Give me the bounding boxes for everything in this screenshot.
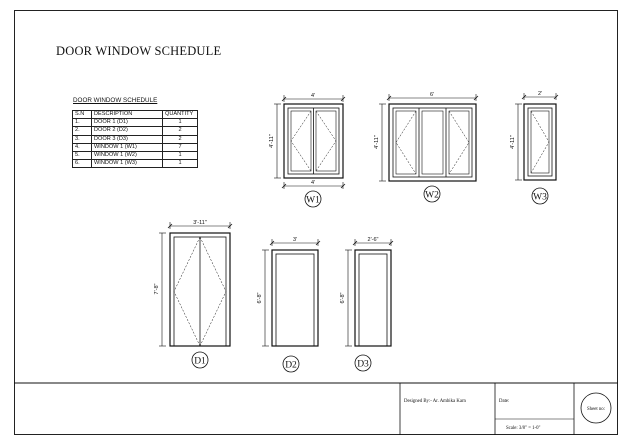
title-block: Designed By:- Ar. Ambika Karn Date: Scal… <box>14 382 618 435</box>
d2-width-label: 3' <box>293 237 297 243</box>
d2-tag-circle <box>282 355 300 373</box>
w3-sash <box>530 110 550 174</box>
w1-width-top-label: 4' <box>311 93 315 99</box>
w3-outer-frame <box>523 103 557 181</box>
cell-quantity: 2 <box>162 126 198 136</box>
d2-tag: D2 <box>285 361 297 371</box>
w1-swing-left <box>290 110 312 172</box>
column-header-quantity: QUANTITY <box>162 109 198 120</box>
door-d2-elevation: 3' 6'-8" D2 <box>257 237 321 373</box>
table-row: 5.WINDOW 1 (W2)1 <box>72 151 198 161</box>
w2-tag: W2 <box>425 191 439 201</box>
d2-leaf <box>275 253 315 347</box>
w3-tag: W3 <box>533 193 547 203</box>
page-title: DOOR WINDOW SCHEDULE <box>56 44 222 58</box>
door-d1-elevation: 3'-11" 7'-8" D1 <box>154 220 233 369</box>
sheet-border <box>14 10 618 435</box>
schedule-title: DOOR WINDOW SCHEDULE <box>73 97 158 104</box>
window-w1-elevation: 4' 4' 4'-11" W1 <box>269 93 346 208</box>
scale-label: Scale: 3/8" = 1-0" <box>506 426 541 431</box>
d3-frame <box>354 249 392 347</box>
sheet-no-label: Sheet no: <box>587 407 605 412</box>
cell-quantity: 1 <box>162 151 198 161</box>
d2-frame <box>271 249 319 347</box>
d1-swing-right <box>199 236 227 347</box>
d2-height-label: 6'-8" <box>257 292 263 303</box>
w2-sash-right <box>448 110 470 175</box>
w1-tag: W1 <box>306 196 320 206</box>
sheet-no-circle <box>580 392 612 424</box>
cell-quantity: 1 <box>162 159 198 169</box>
d3-leaf <box>358 253 388 347</box>
cell-quantity: 2 <box>162 134 198 144</box>
w2-sash-center <box>421 110 444 175</box>
w2-swing-right <box>448 110 470 175</box>
table-row: 2.DOOR 2 (D2)2 <box>72 126 198 136</box>
cell-quantity: 1 <box>162 118 198 128</box>
schedule-table: S.N DESCRIPTION QUANTITY 1.DOOR 1 (D1)1 … <box>72 109 198 169</box>
w3-swing <box>530 110 550 174</box>
w1-width-bottom-label: 4' <box>311 180 315 186</box>
w1-sash-right <box>315 110 337 172</box>
w1-height-label: 4'-11" <box>269 134 275 148</box>
w3-tag-circle <box>531 187 549 205</box>
w2-width-label: 6' <box>430 92 434 98</box>
table-row: 4.WINDOW 1 (W1)7 <box>72 142 198 153</box>
w2-swing-left <box>395 110 417 175</box>
d1-width-label: 3'-11" <box>193 220 207 226</box>
d3-tag: D3 <box>357 360 369 370</box>
cell-quantity: 7 <box>162 142 198 153</box>
date-label: Date: <box>499 399 509 404</box>
table-header-row: S.N DESCRIPTION QUANTITY <box>72 109 198 120</box>
window-w3-elevation: 2' 4'-11" W3 <box>510 91 559 205</box>
w3-width-label: 2' <box>538 91 542 97</box>
table-row: 6.WINDOW 1 (W3)1 <box>72 159 198 169</box>
w1-swing-right <box>315 110 337 172</box>
d1-swing-left <box>173 236 201 347</box>
w3-inner-frame <box>527 107 553 177</box>
d3-width-label: 2'-6" <box>368 237 379 243</box>
w2-sash-left <box>395 110 417 175</box>
w2-outer-frame <box>388 103 477 182</box>
w2-height-label: 4'-11" <box>374 135 380 149</box>
w1-sash-left <box>290 110 312 172</box>
d1-tag: D1 <box>194 357 206 367</box>
designed-by-label: Designed By:- Ar. Ambika Karn <box>404 399 467 404</box>
window-w2-elevation: 6' 4'-11" W2 <box>374 92 479 203</box>
w2-tag-circle <box>423 185 441 203</box>
d3-height-label: 6'-8" <box>340 292 346 303</box>
door-d3-elevation: 2'-6" 6'-8" D3 <box>340 237 394 372</box>
d3-tag-circle <box>354 354 372 372</box>
w1-outer-frame <box>283 103 344 179</box>
d1-height-label: 7'-8" <box>154 283 160 294</box>
d1-tag-circle <box>191 351 209 369</box>
w3-height-label: 4'-11" <box>510 135 516 149</box>
w1-tag-circle <box>304 190 322 208</box>
w2-inner-frame <box>392 107 473 178</box>
table-row: 3.DOOR 3 (D3)2 <box>72 134 198 144</box>
